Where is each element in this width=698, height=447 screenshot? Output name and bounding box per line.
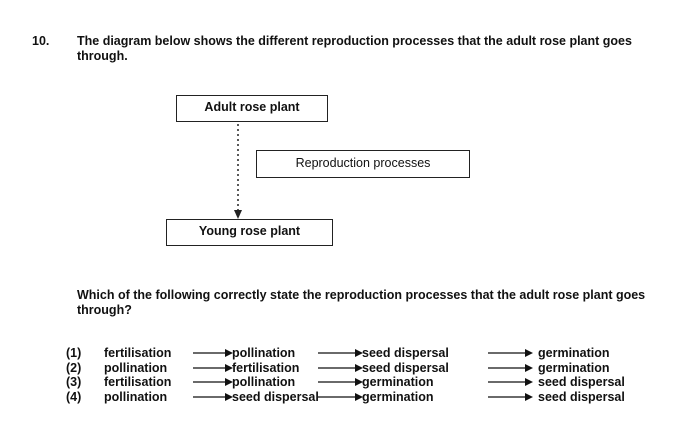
adult-rose-plant-box: Adult rose plant [176,95,328,122]
arrow-right-icon [318,378,363,386]
dotted-arrow [234,124,242,219]
option-step: germination [538,360,610,375]
option-label: (2) [66,360,82,375]
option-step: pollination [232,375,296,389]
reproduction-processes-box: Reproduction processes [256,150,470,178]
option-step: seed dispersal [538,389,625,404]
question-text: The diagram below shows the different re… [77,34,632,63]
option-3[interactable]: (3) fertilisation pollination germinatio… [66,375,686,390]
option-step: germination [538,346,610,360]
arrow-right-icon [193,378,233,386]
sub-question-text: Which of the following correctly state t… [77,288,646,317]
option-label: (4) [66,389,82,404]
arrow-right-icon [488,363,533,372]
option-step: pollination [232,346,296,360]
option-label: (1) [66,346,82,360]
option-step: germination [362,375,434,389]
option-step: seed dispersal [232,389,319,404]
options-list: (1) fertilisation pollination seed dispe… [66,346,686,404]
option-step: fertilisation [104,375,172,389]
option-step: fertilisation [232,360,300,375]
arrow-right-icon [193,349,233,357]
option-step: seed dispersal [362,360,449,375]
option-4[interactable]: (4) pollination seed dispersal germinati… [66,390,686,405]
arrow-right-icon [488,378,533,386]
option-step: seed dispersal [362,346,449,360]
option-2[interactable]: (2) pollination fertilisation seed dispe… [66,361,686,376]
arrow-right-icon [488,349,533,357]
option-step: fertilisation [104,346,172,360]
arrow-right-icon [318,349,363,357]
young-rose-plant-box: Young rose plant [166,219,333,246]
option-step: pollination [104,360,168,375]
arrow-right-icon [193,363,233,372]
option-label: (3) [66,375,82,389]
question-number: 10. [32,34,50,48]
option-step: pollination [104,389,168,404]
arrow-right-icon [193,392,233,401]
option-1[interactable]: (1) fertilisation pollination seed dispe… [66,346,686,361]
arrow-right-icon [488,392,533,401]
arrow-right-icon [318,392,363,401]
option-step: germination [362,389,434,404]
arrow-right-icon [318,363,363,372]
option-step: seed dispersal [538,375,625,389]
